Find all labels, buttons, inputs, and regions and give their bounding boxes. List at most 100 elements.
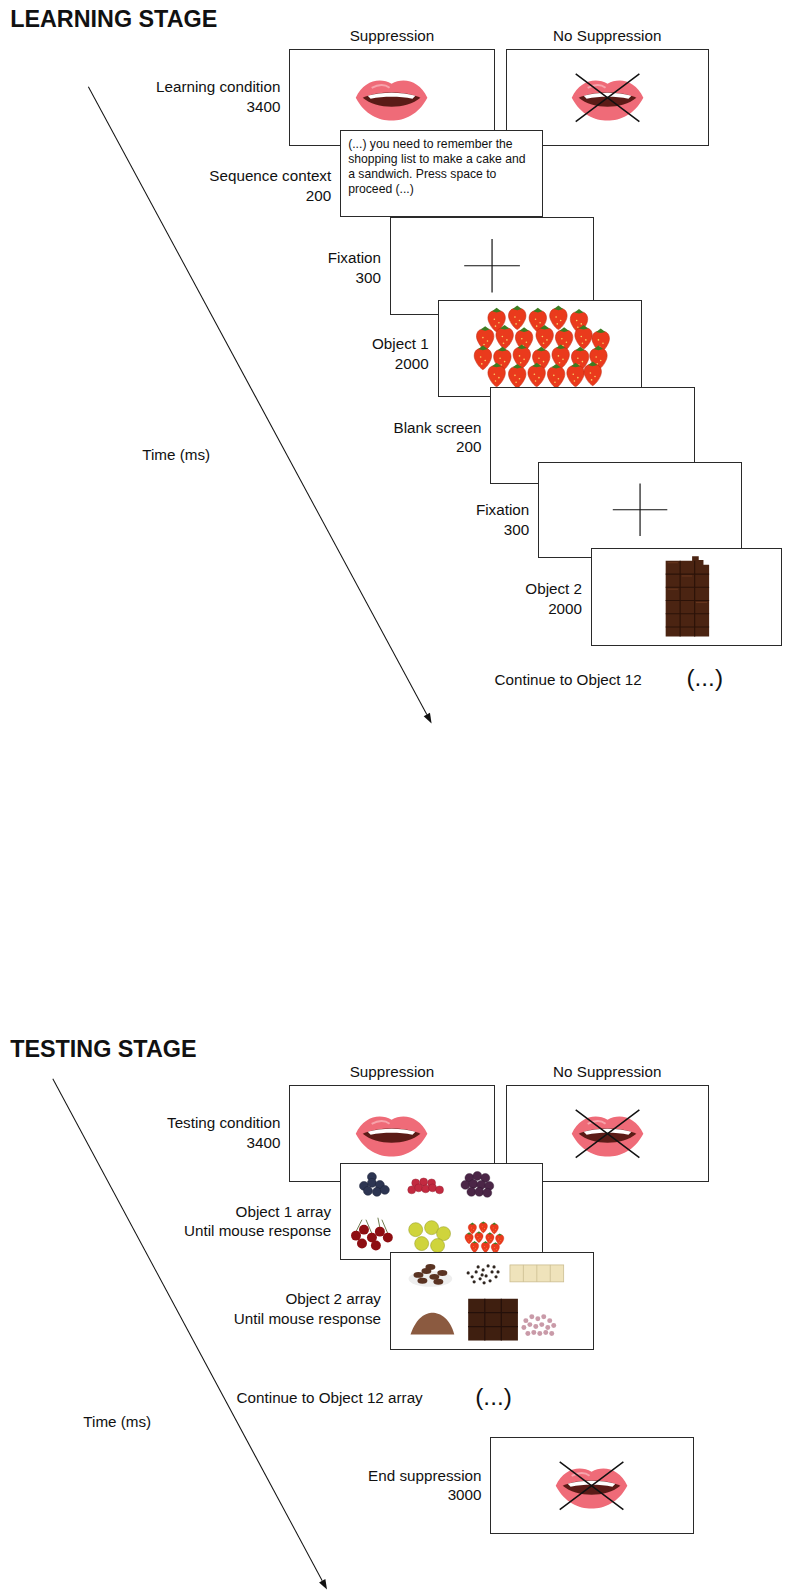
step-name: Learning condition	[156, 78, 280, 98]
illustration-part	[464, 239, 520, 293]
illustration-part	[479, 1221, 487, 1232]
illustration-part	[383, 1232, 393, 1242]
illustration-part	[373, 1187, 382, 1196]
illustration-part	[666, 561, 709, 637]
screen-box: Object 2 arrayUntil mouse response	[390, 1252, 594, 1349]
illustration-part	[571, 80, 643, 120]
illustration-part	[531, 1330, 536, 1335]
illustration-part	[469, 1179, 478, 1188]
illustration-part	[584, 361, 601, 385]
illustration-part	[494, 1275, 497, 1278]
strawberries-image	[439, 301, 641, 396]
illustration-part	[488, 1279, 491, 1282]
illustration-part	[467, 1264, 500, 1284]
step-label-group: Object 1 arrayUntil mouse response	[184, 1202, 331, 1242]
illustration-part	[356, 80, 428, 120]
illustration-part	[368, 93, 416, 99]
illustration-part	[521, 1325, 526, 1330]
illustration-part	[409, 1220, 451, 1252]
illustration-part	[368, 1178, 377, 1187]
illustration-part	[484, 1274, 487, 1277]
time-arrowhead	[424, 713, 432, 724]
illustration-part	[476, 1265, 479, 1268]
chocolate-bar-image	[592, 549, 781, 644]
step-label-group: Fixation300	[476, 500, 529, 540]
illustration-part	[372, 1121, 390, 1124]
label-holder: Time (ms)	[83, 1412, 151, 1432]
illustration-part	[415, 1184, 423, 1192]
illustration-part	[490, 1222, 498, 1233]
illustration-part	[525, 1331, 530, 1336]
illustration-part	[668, 563, 708, 603]
illustration-part	[429, 1184, 437, 1192]
step-duration: 300	[328, 268, 381, 288]
illustration-part	[475, 1231, 483, 1242]
illustration-part	[547, 363, 564, 387]
stage-title: LEARNING STAGE	[10, 4, 217, 34]
screen-box: Fixation300	[538, 462, 742, 557]
illustration-part	[488, 362, 505, 386]
step-name: Fixation	[328, 248, 381, 268]
ellipsis-mark: (...)	[686, 662, 723, 694]
illustration-part	[547, 1318, 552, 1323]
illustration-part	[533, 1324, 538, 1329]
illustration-part	[482, 1241, 490, 1252]
illustration-part	[360, 1172, 390, 1196]
illustration-part	[356, 1116, 428, 1156]
screen-box: Object 12000	[438, 300, 642, 397]
illustration-part	[575, 74, 639, 122]
illustration-part	[551, 1323, 556, 1328]
illustration-part	[468, 1299, 518, 1341]
illustration-part	[571, 1116, 643, 1156]
illustration-part	[468, 1299, 518, 1341]
step-name: End suppression	[368, 1466, 481, 1486]
illustration-part	[490, 1270, 493, 1273]
step-name: Sequence context	[209, 166, 331, 186]
ellipsis-mark: (...)	[475, 1381, 512, 1413]
illustration-part	[496, 1270, 499, 1273]
illustration-part	[496, 1233, 504, 1244]
illustration-part	[363, 92, 421, 106]
heading-holder: Suppression	[250, 1062, 533, 1082]
illustration-part	[549, 1331, 554, 1336]
illustration-part	[468, 1222, 476, 1233]
illustration-part	[575, 325, 592, 349]
instruction-text: (...) you need to remember the shopping …	[341, 131, 542, 202]
illustration-part	[567, 362, 584, 386]
illustration-part	[409, 1222, 423, 1236]
illustration-part	[486, 1264, 489, 1267]
illustration-part	[375, 1226, 385, 1236]
illustration-part	[560, 1462, 624, 1510]
screen-box: Object 1 arrayUntil mouse response	[340, 1163, 543, 1260]
heading-holder: No Suppression	[467, 1062, 748, 1082]
continuation-note: Continue to Object 12	[495, 670, 642, 690]
illustration-part	[357, 1238, 367, 1248]
crossed-lips-icon	[491, 1438, 692, 1533]
step-duration: Until mouse response	[184, 1222, 331, 1242]
illustration-part	[481, 1268, 484, 1271]
heading-holder: No Suppression	[467, 26, 748, 46]
condition-heading: Suppression	[250, 26, 533, 46]
axis-label: Time (ms)	[142, 445, 210, 465]
illustration-part	[461, 1180, 470, 1189]
illustration-part	[543, 1330, 548, 1335]
illustration-part	[408, 1186, 416, 1194]
illustration-part	[413, 1264, 447, 1285]
axis-label: Time (ms)	[83, 1412, 151, 1432]
illustration-part	[528, 362, 545, 386]
illustration-part	[471, 1241, 479, 1252]
illustration-part	[364, 1186, 373, 1195]
illustration-part	[545, 1325, 550, 1330]
illustration-part	[556, 1468, 628, 1508]
illustration-part	[523, 1265, 550, 1282]
illustration-part	[578, 1128, 636, 1142]
illustration-part	[474, 305, 609, 387]
step-name: Testing condition	[167, 1113, 280, 1133]
heading-holder: Suppression	[250, 26, 533, 46]
step-label-group: Testing condition3400	[167, 1113, 280, 1153]
illustration-part	[476, 326, 493, 350]
illustration-part	[461, 1171, 494, 1197]
label-holder: TESTING STAGE	[10, 1034, 196, 1064]
condition-heading: No Suppression	[467, 26, 748, 46]
